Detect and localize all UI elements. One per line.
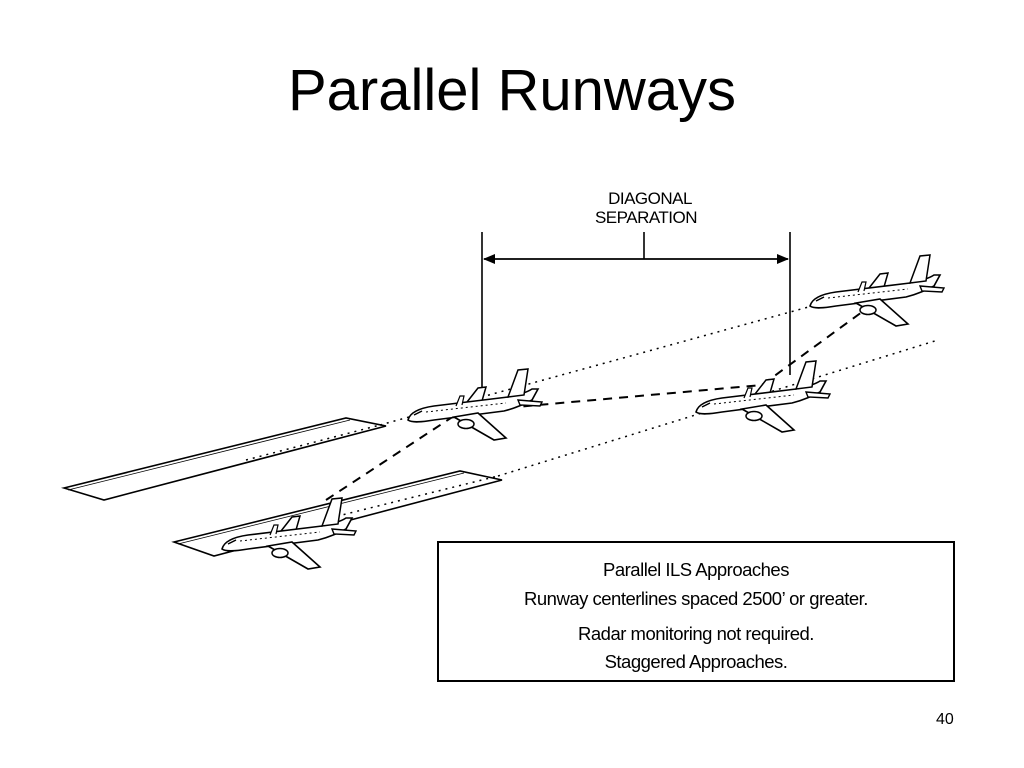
diagonal-label-line1: DIAGONAL — [608, 189, 692, 208]
aircraft-upper-approach — [407, 368, 543, 441]
info-box: Parallel ILS Approaches Runway centerlin… — [437, 541, 955, 682]
info-line-approaches: Parallel ILS Approaches — [603, 559, 789, 580]
info-line-staggered: Staggered Approaches. — [604, 651, 788, 672]
aircraft-far-approach — [809, 254, 945, 327]
diagonal-label-line2: SEPARATION — [595, 208, 697, 227]
slide-title: Parallel Runways — [287, 58, 737, 123]
stagger-dashed-line — [325, 311, 863, 501]
page-number: 40 — [936, 711, 954, 728]
runway-upper — [60, 417, 387, 501]
info-line-radar: Radar monitoring not required. — [578, 623, 814, 644]
diagonal-separation-dimension: DIAGONAL SEPARATION — [481, 189, 791, 392]
upper-approach-course — [379, 305, 813, 426]
info-line-spacing: Runway centerlines spaced 2500’ or great… — [524, 588, 868, 609]
aircraft-lower-approach — [695, 360, 831, 433]
